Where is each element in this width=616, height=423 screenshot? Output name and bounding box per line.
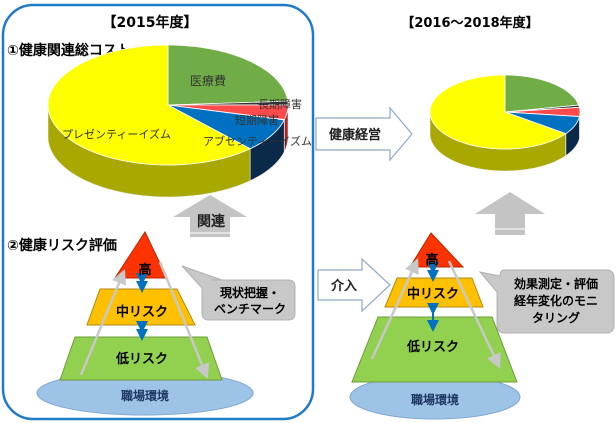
- right-callout: [478, 269, 615, 334]
- right-up-arrow: [475, 192, 545, 235]
- low-risk-label: 低リスク: [406, 339, 459, 355]
- right-callout-line-3: タリング: [532, 310, 580, 325]
- high-risk-label: 高: [425, 252, 438, 268]
- pie-slice-4: [47, 44, 252, 166]
- pie-chart-2015: [47, 44, 289, 198]
- right-risk-pyramid: 高 中リスク 低リスク 職場環境: [349, 232, 521, 420]
- pie-slice-3: [504, 111, 580, 135]
- low-risk-tier: [351, 316, 518, 383]
- pie-slice-3: [167, 104, 285, 150]
- intervention-arrow: [317, 257, 391, 313]
- workplace-label: 職場環境: [411, 392, 459, 407]
- right-callout-line-1: 効果測定・評価: [514, 276, 598, 291]
- mid-risk-label: 中リスク: [407, 286, 459, 302]
- right-callout-line-2: 経年変化のモニ: [514, 293, 598, 308]
- health-management-arrow: [315, 106, 413, 162]
- left-callout: [181, 265, 296, 321]
- pie-chart-2016-2018: [429, 74, 581, 172]
- low-risk-tier: [59, 336, 223, 381]
- pie-label-long-term: 長期障害: [258, 97, 302, 111]
- pie-slice-2: [504, 106, 581, 117]
- relation-up-arrow: [173, 195, 247, 237]
- left-callout-line-1: 現状把握・: [220, 285, 280, 300]
- left-year-title: 【2015年度】: [103, 14, 198, 31]
- left-callout-line-2: ベンチマーク: [214, 302, 286, 316]
- mid-risk-tier: [384, 277, 484, 308]
- low-risk-label: 低リスク: [115, 351, 168, 367]
- pie-slice-4: [429, 74, 567, 150]
- left-risk-pyramid: 高 中リスク 低リスク 職場環境: [36, 230, 254, 416]
- pie-label-short-term: 短期障害: [235, 113, 279, 127]
- pie-label-medical: 医療費: [190, 73, 226, 88]
- high-risk-label: 高: [138, 262, 151, 278]
- cost-title: ①健康関連総コスト: [7, 42, 131, 59]
- pie-label-presenteeism: プレゼンティーイズム: [62, 127, 171, 141]
- mid-risk-label: 中リスク: [116, 304, 168, 320]
- relation-label: 関連: [197, 213, 226, 230]
- pie-label-absenteeism: アブセンティーイズム: [203, 134, 312, 148]
- workplace-label: 職場環境: [121, 388, 169, 403]
- health-management-label: 健康経営: [329, 127, 381, 143]
- pie-slice-0: [167, 44, 289, 106]
- intervention-label: 介入: [330, 278, 357, 294]
- right-year-title: 【2016〜2018年度】: [401, 15, 538, 31]
- risk-title: ②健康リスク評価: [7, 237, 117, 254]
- pie-slice-0: [504, 74, 580, 113]
